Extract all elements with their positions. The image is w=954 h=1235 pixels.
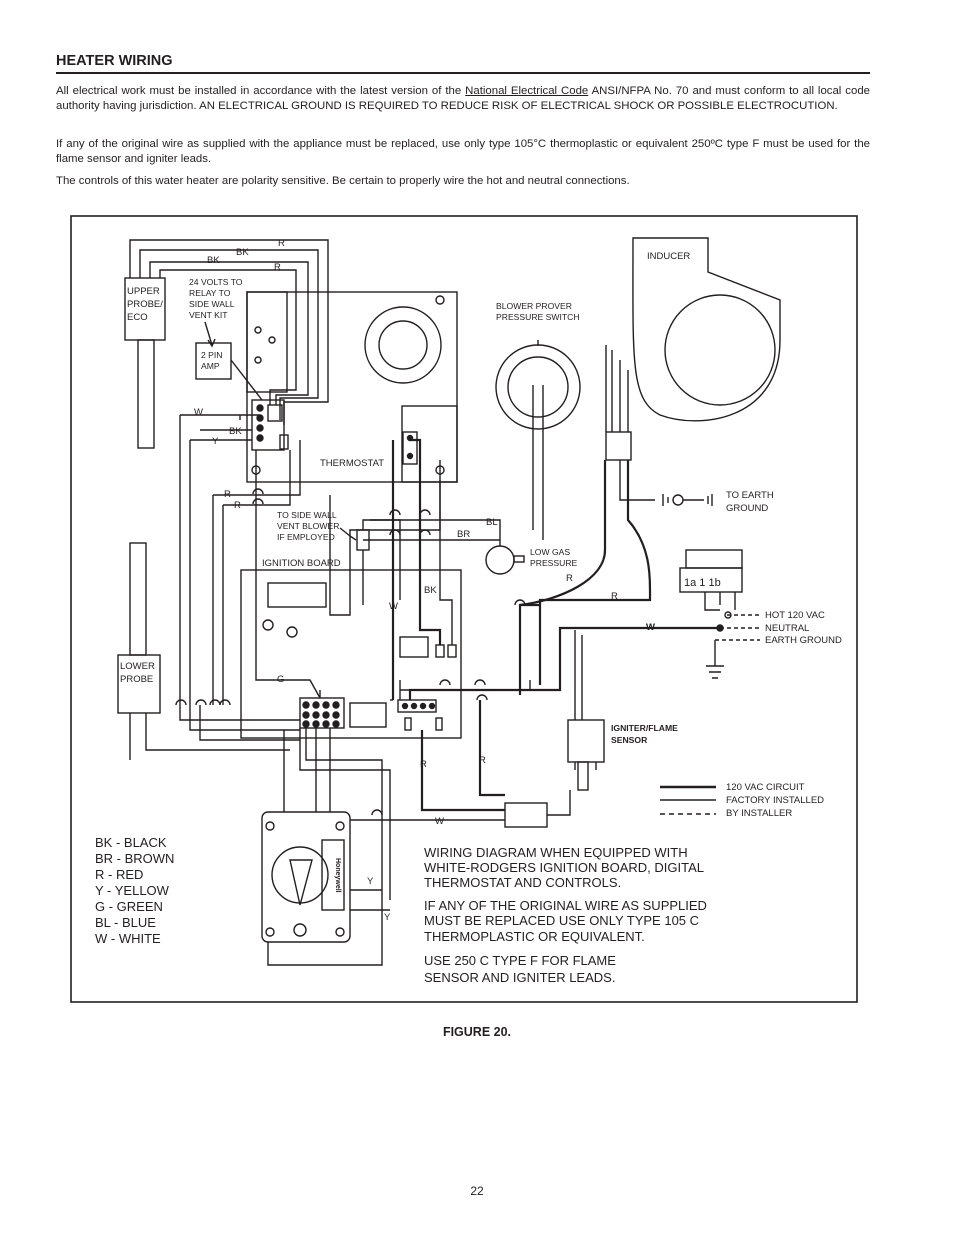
legend-blue: BL - BLUE [95, 915, 156, 930]
switch-terminals-label: 1a 1 1b [684, 577, 721, 589]
wire-label-r-7: R [420, 759, 427, 770]
inducer-housing [632, 237, 781, 422]
note-line-7: USE 250 C TYPE F FOR FLAME [424, 953, 616, 968]
thermostat-label: THERMOSTAT [320, 458, 384, 469]
wire-label-bl: BL [486, 517, 498, 528]
side-wall-label-2: VENT BLOWER [277, 521, 339, 531]
hot-120-label: HOT 120 VAC [765, 610, 825, 621]
earth-ground-power-label: EARTH GROUND [765, 635, 842, 646]
wire-label-w-1: W [194, 407, 203, 418]
paragraph-electrical-code: All electrical work must be installed in… [56, 84, 870, 114]
wire-label-bk-2: BK [207, 255, 220, 266]
lower-probe-label-1: LOWER [120, 661, 155, 672]
upper-probe-label-3: ECO [127, 312, 148, 323]
ignition-board [240, 569, 462, 739]
legend-black: BK - BLACK [95, 835, 167, 850]
wire-label-r-2: R [274, 262, 281, 273]
gas-valve-brand: Honeywell [334, 858, 341, 893]
note-line-6: THERMOPLASTIC OR EQUIVALENT. [424, 929, 645, 944]
legend-white: W - WHITE [95, 931, 161, 946]
side-wall-label-3: IF EMPLOYED [277, 532, 335, 542]
inducer-wheel [664, 294, 776, 406]
circuit-key-3: BY INSTALLER [726, 808, 792, 819]
wire-label-r-1: R [278, 238, 285, 249]
side-wall-label-1: TO SIDE WALL [277, 510, 337, 520]
wire-label-r-8: R [479, 755, 486, 766]
note-line-8: SENSOR AND IGNITER LEADS. [424, 970, 615, 985]
page-number: 22 [470, 1184, 484, 1198]
circuit-key-1: 120 VAC CIRCUIT [726, 782, 805, 793]
wire-label-g: G [277, 674, 284, 685]
upper-probe-rod [137, 339, 155, 449]
thermostat-dial-inner [378, 320, 428, 370]
inducer-label: INDUCER [647, 251, 690, 262]
upper-probe-label-2: PROBE/ [127, 299, 163, 310]
low-gas-label-2: PRESSURE [530, 558, 578, 568]
wire-label-r-5: R [566, 573, 573, 584]
legend-brown: BR - BROWN [95, 851, 174, 866]
earth-ground-label-1: TO EARTH [726, 490, 774, 501]
blower-prover-label-2: PRESSURE SWITCH [496, 312, 580, 322]
power-switch [679, 567, 743, 593]
wire-label-bk-3: BK [229, 426, 242, 437]
relay-label-1: 24 VOLTS TO [189, 277, 243, 287]
nec-reference: National Electrical Code [465, 85, 589, 97]
legend-yellow: Y - YELLOW [95, 883, 170, 898]
wire-label-bk-1: BK [236, 247, 249, 258]
low-gas-label-1: LOW GAS [530, 547, 570, 557]
lower-probe-rod [129, 542, 147, 656]
amp-label-2: AMP [201, 361, 220, 371]
neutral-label: NEUTRAL [765, 623, 809, 634]
figure-caption: FIGURE 20. [442, 1025, 512, 1039]
relay-label-4: VENT KIT [189, 310, 228, 320]
wire-label-w-2: W [389, 601, 398, 612]
heading-rule [56, 72, 870, 74]
paragraph-polarity: The controls of this water heater are po… [56, 175, 630, 187]
note-line-2: WHITE-RODGERS IGNITION BOARD, DIGITAL [424, 860, 704, 875]
wire-label-bk-4: BK [424, 585, 437, 596]
note-line-1: WIRING DIAGRAM WHEN EQUIPPED WITH [424, 845, 688, 860]
legend-red: R - RED [95, 867, 143, 882]
legend-green: G - GREEN [95, 899, 163, 914]
note-line-5: MUST BE REPLACED USE ONLY TYPE 105 C [424, 913, 699, 928]
amp-label-1: 2 PIN [201, 350, 223, 360]
diagram-frame [70, 215, 858, 1003]
relay-label-3: SIDE WALL [189, 299, 235, 309]
gas-valve [261, 811, 351, 943]
p1-text-end: ANSI/NFPA No. 70 and must conform to all… [56, 85, 870, 112]
igniter-block [567, 719, 605, 763]
upper-probe-label-1: UPPER [127, 286, 160, 297]
wire-label-y-3: Y [384, 912, 391, 923]
igniter-label-2: SENSOR [611, 735, 648, 745]
wire-r-top [129, 239, 329, 300]
circuit-key-2: FACTORY INSTALLED [726, 795, 824, 806]
p1-text-start: All electrical work must be installed in… [56, 85, 466, 97]
note-line-3: THERMOSTAT AND CONTROLS. [424, 875, 621, 890]
low-gas-switch [485, 545, 515, 575]
wire-label-w-4: W [435, 816, 444, 827]
ignition-terminal-block [299, 697, 345, 729]
wire-label-r-6: R [611, 591, 618, 602]
section-heading: HEATER WIRING [56, 53, 173, 69]
ignition-board-label: IGNITION BOARD [262, 558, 341, 569]
note-line-4: IF ANY OF THE ORIGINAL WIRE AS SUPPLIED [424, 898, 707, 913]
earth-ground-label-2: GROUND [726, 503, 768, 514]
thermostat-dial-outer [364, 306, 442, 384]
relay-label-2: RELAY TO [189, 288, 231, 298]
wire-label-w-3: W [646, 622, 655, 633]
wire-label-y-1: Y [212, 436, 219, 447]
wire-label-y-2: Y [367, 876, 374, 887]
blower-prover-label-1: BLOWER PROVER [496, 301, 572, 311]
wire-label-r-3: R [224, 489, 231, 500]
lower-probe-box [117, 654, 161, 714]
igniter-label-1: IGNITER/FLAME [611, 723, 678, 733]
wire-label-r-4: R [234, 500, 241, 511]
lower-probe-label-2: PROBE [120, 674, 153, 685]
gas-valve-knob [271, 846, 329, 904]
wire-label-br: BR [457, 529, 470, 540]
thermostat-board [246, 291, 458, 483]
paragraph-wire-replacement: If any of the original wire as supplied … [56, 138, 870, 165]
